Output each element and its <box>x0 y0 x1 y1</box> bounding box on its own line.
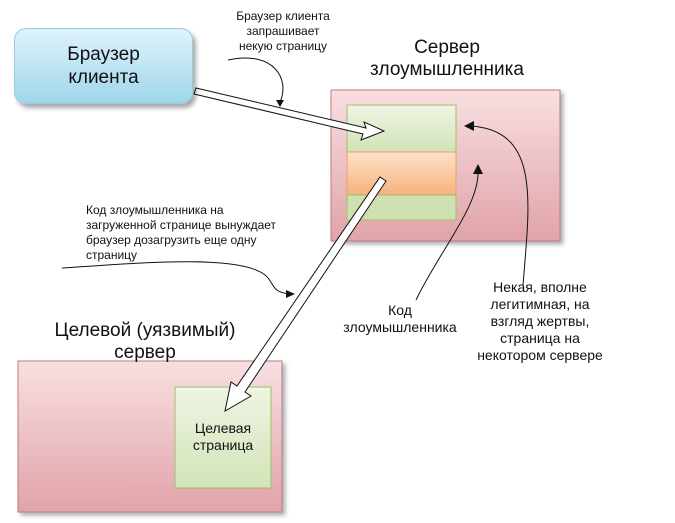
attacker-code-callout-line2: злоумышленника <box>343 319 457 335</box>
code-note-connector <box>61 261 291 295</box>
target-page-box <box>174 386 272 489</box>
legit-page-callout-line1: Некая, вполне <box>493 279 587 295</box>
legit-page-callout-line2: легитимная, на <box>490 296 590 312</box>
target-page-label-line1: Целевая <box>194 420 252 436</box>
legit-callout-line <box>469 125 529 286</box>
client-label-line1: Браузер <box>67 44 140 65</box>
request-arrow <box>193 87 386 141</box>
attacker-code-callout: Код злоумышленника <box>330 302 470 336</box>
redirect-arrow <box>224 176 387 412</box>
attacker-code-block <box>346 151 457 196</box>
attacker-server-title-line2: злоумышленника <box>370 59 524 80</box>
attacker-server-title-line1: Сервер <box>414 37 480 58</box>
browser-request-note-line1: Браузер клиента <box>236 9 330 23</box>
client-label-line2: клиента <box>68 67 139 88</box>
request-note-connector-head <box>276 100 284 107</box>
code-callout-head <box>473 164 483 174</box>
legit-page-callout-line3: взгляд жертвы, <box>490 313 590 329</box>
target-server-title-line2: сервер <box>114 342 176 363</box>
legit-callout-head <box>464 121 474 131</box>
legit-page-callout-line5: некотором сервере <box>477 347 603 363</box>
client-browser-box: Браузер клиента <box>14 28 193 104</box>
code-note-connector-head <box>286 290 295 298</box>
attacker-code-note: Код злоумышленника на загруженной страни… <box>86 203 316 263</box>
attacker-code-callout-line1: Код <box>388 302 412 318</box>
legit-page-callout: Некая, вполне легитимная, на взгляд жерт… <box>455 279 625 364</box>
target-page-label-line2: страница <box>192 437 254 453</box>
attacker-code-note-line1: Код злоумышленника на <box>86 203 224 217</box>
request-note-connector <box>227 57 284 103</box>
target-server-title: Целевой (уязвимый) сервер <box>30 320 260 364</box>
legit-page-callout-line4: страница на <box>500 330 580 346</box>
browser-request-note-line2: запрашивает <box>246 24 320 38</box>
browser-request-note: Браузер клиента запрашивает некую страни… <box>213 9 353 54</box>
browser-request-note-line3: некую страницу <box>238 39 328 53</box>
attacker-code-note-line2: загруженной странице вынуждает <box>86 218 277 232</box>
target-server-title-line1: Целевой (уязвимый) <box>54 320 236 341</box>
code-callout-line <box>415 169 479 301</box>
attacker-code-note-line3: браузер дозагрузить еще одну <box>86 233 257 247</box>
attacker-server-title: Сервер злоумышленника <box>352 37 542 81</box>
target-page-label: Целевая страница <box>175 420 271 454</box>
attacker-code-note-line4: страницу <box>86 248 138 262</box>
